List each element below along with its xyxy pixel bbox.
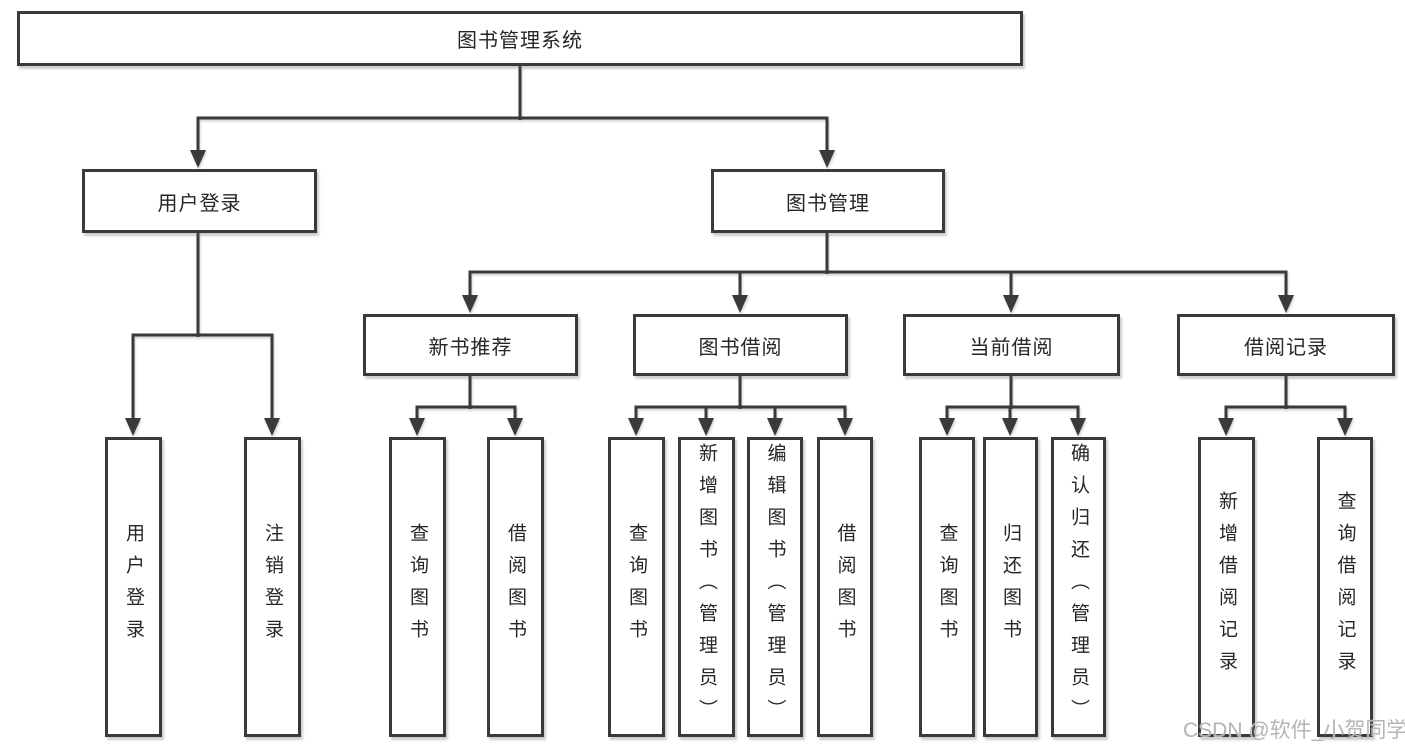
node-label: 新书推荐 [428, 336, 513, 359]
node-label: 查询借阅记录 [1334, 491, 1356, 683]
node-user-login: 用户登录 [82, 169, 317, 233]
leaf-currentborrow-return-book: 归还图书 [983, 437, 1038, 737]
node-label: 用户登录 [157, 192, 242, 215]
leaf-currentborrow-query-book: 查询图书 [919, 437, 975, 737]
node-label: 图书借阅 [698, 336, 783, 359]
leaf-bookborrow-query-book: 查询图书 [608, 437, 665, 737]
node-label: 当前借阅 [969, 336, 1054, 359]
node-label: 查询图书 [626, 523, 647, 651]
watermark-text: CSDN @软件_小贺同学 [1183, 719, 1405, 742]
node-label: 注销登录 [262, 523, 283, 651]
leaf-bookborrow-edit-book-admin: 编辑图书（管理员） [747, 437, 803, 737]
node-book-management: 图书管理 [711, 169, 945, 233]
leaf-records-add-borrow-record: 新增借阅记录 [1198, 437, 1255, 737]
node-label: 编辑图书（管理员） [764, 443, 786, 731]
node-label: 确认归还（管理员） [1068, 443, 1089, 731]
leaf-records-query-borrow-record: 查询借阅记录 [1317, 437, 1373, 737]
node-borrow-records: 借阅记录 [1177, 314, 1395, 376]
leaf-bookborrow-borrow-book: 借阅图书 [817, 437, 873, 737]
leaf-newbook-borrow-book: 借阅图书 [487, 437, 544, 737]
node-label: 归还图书 [1000, 523, 1021, 651]
node-new-book-recommend: 新书推荐 [363, 314, 578, 376]
node-book-borrow: 图书借阅 [633, 314, 848, 376]
leaf-newbook-query-book: 查询图书 [389, 437, 446, 737]
node-label: 借阅记录 [1244, 336, 1328, 359]
node-label: 新增借阅记录 [1216, 491, 1237, 683]
node-label: 借阅图书 [834, 523, 856, 651]
node-current-borrow: 当前借阅 [903, 314, 1120, 376]
node-label: 图书管理 [786, 192, 870, 215]
leaf-user-login: 用户登录 [105, 437, 162, 737]
leaf-bookborrow-add-book-admin: 新增图书（管理员） [678, 437, 735, 737]
node-root: 图书管理系统 [17, 11, 1023, 66]
node-label: 用户登录 [123, 523, 144, 651]
arrowheads [125, 150, 1353, 436]
node-label: 图书管理系统 [457, 30, 583, 52]
node-label: 借阅图书 [505, 523, 526, 651]
node-label: 查询图书 [936, 523, 958, 651]
leaf-currentborrow-confirm-return-admin: 确认归还（管理员） [1051, 437, 1106, 737]
leaf-logout: 注销登录 [244, 437, 301, 737]
node-label: 查询图书 [407, 523, 428, 651]
node-label: 新增图书（管理员） [696, 443, 717, 731]
